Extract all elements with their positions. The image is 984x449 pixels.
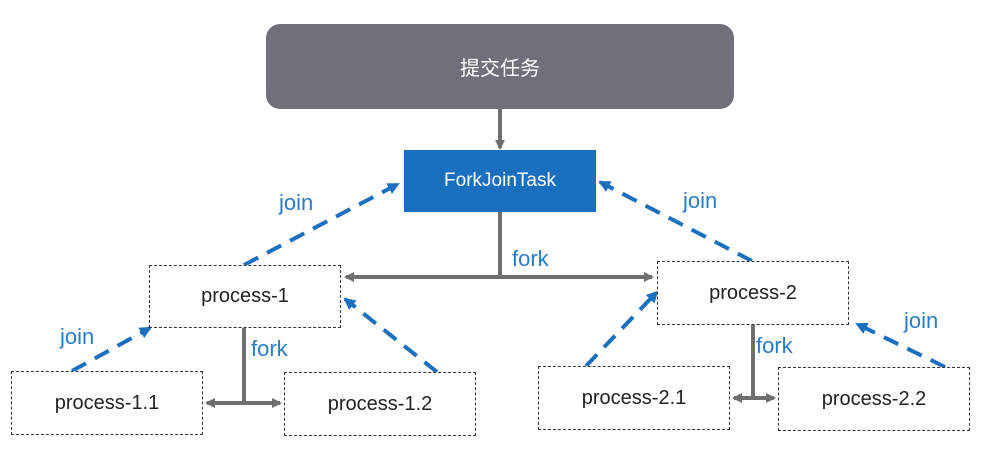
process-1-1-node: process-1.1 [11,371,203,435]
process-1-node: process-1 [149,265,341,328]
join-p22-to-p2-arrow [855,322,946,369]
join-p1-to-root-arrow [243,182,400,267]
forkjoin-task-label: ForkJoinTask [444,170,556,191]
join-p2-to-root-arrow [598,180,753,263]
process-2-2-label: process-2.2 [821,387,927,410]
forkjoin-task-node: ForkJoinTask [404,150,596,212]
join-label-p22: join [904,308,939,333]
process-1-2-node: process-1.2 [284,372,476,436]
join-p21-to-p2-arrow [584,290,659,368]
process-2-2-node: process-2.2 [778,367,970,431]
fork-label-p2: fork [756,333,793,358]
process-1-2-label: process-1.2 [327,392,433,415]
process-1-1-label: process-1.1 [54,391,160,414]
join-label-p2: join [683,188,718,213]
join-p11-to-p1-arrow [71,326,152,373]
process-2-1-node: process-2.1 [538,366,730,430]
submit-task-node: 提交任务 [266,24,734,109]
fork-label-root: fork [512,246,549,271]
submit-task-label: 提交任务 [460,58,540,80]
join-label-p1: join [279,190,314,215]
process-2-label: process-2 [709,281,797,304]
fork-label-p1: fork [251,336,288,361]
join-label-p11: join [60,324,95,349]
process-2-1-label: process-2.1 [581,386,687,409]
join-p12-to-p1-arrow [343,297,439,374]
process-1-label: process-1 [201,285,289,307]
process-2-node: process-2 [657,261,849,325]
